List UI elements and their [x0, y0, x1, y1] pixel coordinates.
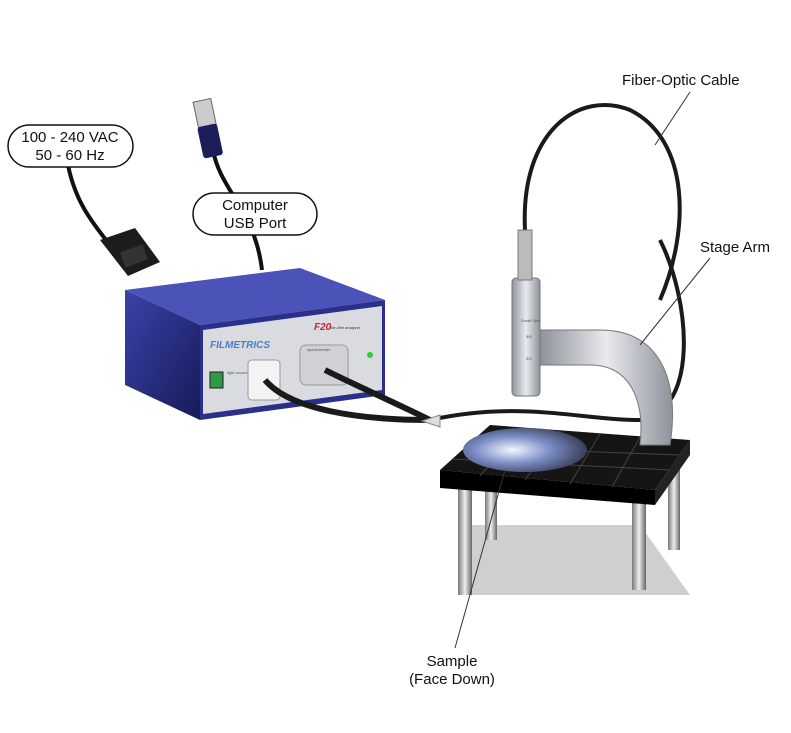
- power-plug: [100, 228, 160, 276]
- spectrometer-label: spectrometer: [307, 347, 331, 352]
- stage-arm: Small Spot 5/8 5/4: [511, 229, 673, 446]
- controller-box: FILMETRICS F20 thin-film analyzer light …: [125, 268, 385, 420]
- fiber-callout-line: [654, 91, 691, 146]
- power-label: 100 - 240 VAC 50 - 60 Hz: [7, 124, 134, 168]
- scale-mark: 5/4: [526, 356, 532, 361]
- model-subtitle: thin-film analyzer: [330, 325, 361, 330]
- usb-label-line2: USB Port: [224, 215, 287, 232]
- brand-logo: FILMETRICS: [210, 340, 270, 351]
- fiber-from-spectrometer: [323, 367, 432, 423]
- sample-label-line1: Sample: [427, 653, 478, 670]
- usb-label: Computer USB Port: [192, 192, 318, 236]
- stage-arm-label: Stage Arm: [700, 239, 770, 256]
- model-label: F20: [314, 322, 332, 333]
- usb-label-line1: Computer: [222, 197, 288, 214]
- scale-mark: Small Spot: [521, 318, 541, 323]
- fiber-optic-cable-label: Fiber-Optic Cable: [622, 72, 740, 89]
- light-source-label: light source: [227, 370, 248, 375]
- stage-arm-callout-line: [639, 257, 711, 346]
- power-label-line1: 100 - 240 VAC: [21, 129, 118, 146]
- power-switch: [209, 371, 224, 389]
- power-cord: [66, 164, 112, 247]
- sample-wafer: [463, 428, 587, 472]
- sample-callout-line: [454, 469, 506, 649]
- fiber-optic-cable: [522, 103, 682, 301]
- usb-plug: [192, 97, 223, 159]
- power-label-line2: 50 - 60 Hz: [35, 147, 104, 164]
- sample-stage: [440, 425, 690, 595]
- fiber-to-stage: [429, 239, 686, 423]
- scale-mark: 5/8: [526, 334, 532, 339]
- fiber-from-light-source: [262, 377, 431, 423]
- sample-label-line2: (Face Down): [409, 671, 495, 688]
